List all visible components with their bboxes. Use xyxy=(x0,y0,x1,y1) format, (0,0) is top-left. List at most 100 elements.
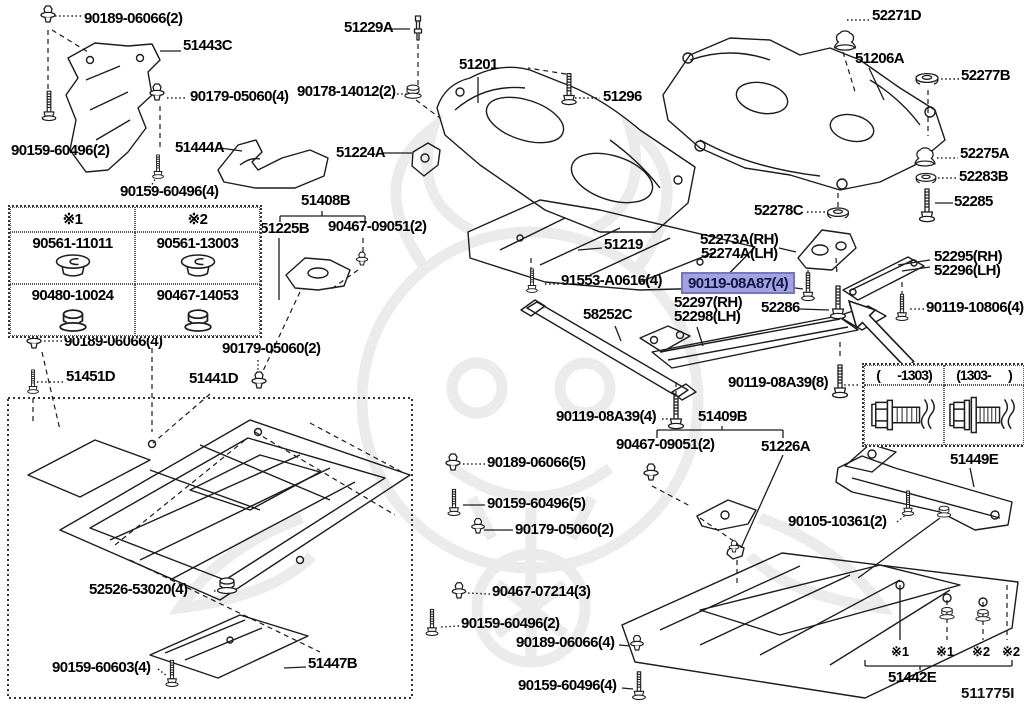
part-label[interactable]: 51225B xyxy=(260,220,310,237)
part-label[interactable]: 52297(RH) xyxy=(674,294,743,311)
part-label[interactable]: 90179-05060(2) xyxy=(222,340,321,357)
part-label[interactable]: 90119-08A39(4) xyxy=(556,408,657,425)
part-label[interactable]: 90189-06066(2) xyxy=(84,10,183,27)
part-label[interactable]: 52278C xyxy=(754,202,804,219)
part-label[interactable]: 51441D xyxy=(189,370,239,387)
footnote-mark: ※2 xyxy=(972,644,991,659)
part-number: 90561-13003 xyxy=(156,235,239,252)
part-label[interactable]: 52298(LH) xyxy=(674,308,741,325)
part-label[interactable]: 52286 xyxy=(761,299,800,316)
clip-icon xyxy=(251,371,267,389)
bolt-icon xyxy=(895,293,909,322)
part-label[interactable]: 90189-06066(5) xyxy=(487,454,586,471)
part-label[interactable]: 90467-09051(2) xyxy=(328,218,427,235)
nut-icon xyxy=(404,84,422,99)
bolt-icon xyxy=(667,395,685,430)
part-label[interactable]: 90178-14012(2) xyxy=(297,83,396,100)
part-label[interactable]: 90159-60496(4) xyxy=(120,183,219,200)
part-label[interactable]: 51442E xyxy=(888,669,937,686)
part-label[interactable]: 52273A(RH) xyxy=(700,231,779,248)
part-label[interactable]: 51219 xyxy=(604,236,643,253)
part-label[interactable]: 51409B xyxy=(698,408,748,425)
part-label[interactable]: 52285 xyxy=(954,193,993,210)
inset-header-after: (1303- ) xyxy=(944,365,1024,385)
part-number: 90480-10024 xyxy=(31,287,114,304)
nut-icon xyxy=(58,309,87,332)
part-label[interactable]: 52274A(LH) xyxy=(701,245,778,262)
watermark-emblem xyxy=(168,113,894,668)
bolt-change-inset: ( -1303) (1303- ) xyxy=(862,363,1024,447)
part-label[interactable]: 52277B xyxy=(961,67,1011,84)
bolt-icon xyxy=(831,364,849,399)
part-label[interactable]: 51226A xyxy=(761,438,811,455)
part-label[interactable]: 51451D xyxy=(66,368,116,385)
cushion-icon xyxy=(833,30,857,51)
nut-icon xyxy=(936,505,952,518)
table-cell-part[interactable]: 90467-14053 xyxy=(135,284,260,336)
part-label-highlighted[interactable]: 90119-08A87(4) xyxy=(681,272,796,294)
part-number: 90561-11011 xyxy=(32,235,113,252)
clip-icon xyxy=(355,251,369,266)
clip-icon xyxy=(643,463,659,481)
part-label[interactable]: 51447B xyxy=(308,655,358,672)
clip-icon xyxy=(149,83,165,101)
part-label[interactable]: 52283B xyxy=(959,168,1009,185)
table-cell-part[interactable]: 90561-13003 xyxy=(135,232,260,284)
part-label[interactable]: 52295(RH) xyxy=(934,248,1003,265)
table-cell-part[interactable]: 90561-11011 xyxy=(10,232,135,284)
part-label[interactable]: 91553-A0616(4) xyxy=(561,272,662,289)
part-label[interactable]: 52296(LH) xyxy=(934,262,1001,279)
screw-icon xyxy=(632,671,646,701)
clip-icon xyxy=(630,635,644,651)
undercover-group-box xyxy=(7,397,413,699)
footnote-mark: ※2 xyxy=(1002,644,1021,659)
part-label[interactable]: 90105-10361(2) xyxy=(788,513,887,530)
part-label[interactable]: 90467-09051(2) xyxy=(616,436,715,453)
bolt-washer-side-view-icon xyxy=(949,396,1015,434)
diagram-code: 511775I xyxy=(961,685,1015,702)
part-label[interactable]: 90159-60496(4) xyxy=(518,677,617,694)
part-label[interactable]: 90467-07214(3) xyxy=(492,583,591,600)
part-label[interactable]: 90159-60496(2) xyxy=(11,142,110,159)
footnote-mark: ※1 xyxy=(936,644,955,659)
washer-icon xyxy=(915,172,937,184)
inset-bolt-before xyxy=(864,385,944,445)
part-label[interactable]: 90159-60496(5) xyxy=(487,495,586,512)
part-label[interactable]: 90179-05060(4) xyxy=(190,88,289,105)
part-label[interactable]: 51206A xyxy=(855,50,905,67)
part-label[interactable]: 90159-60496(2) xyxy=(461,615,560,632)
part-label[interactable]: 90189-06066(4) xyxy=(516,634,615,651)
screw-icon xyxy=(152,154,164,179)
part-label[interactable]: 52526-53020(4) xyxy=(89,581,188,598)
table-header: ※1 xyxy=(10,207,135,232)
part-label[interactable]: 58252C xyxy=(583,306,633,323)
part-label[interactable]: 51229A xyxy=(344,19,394,36)
part-label[interactable]: 51444A xyxy=(175,139,225,156)
clip-icon xyxy=(451,582,467,599)
part-label[interactable]: 51408B xyxy=(301,192,351,209)
cushion-icon xyxy=(914,147,936,167)
bolt-icon xyxy=(801,272,815,302)
footnote-mark: ※1 xyxy=(891,644,910,659)
part-label[interactable]: 51224A xyxy=(336,144,386,161)
part-label[interactable]: 90179-05060(2) xyxy=(515,521,614,538)
grommet-icon xyxy=(180,254,215,277)
part-label[interactable]: 90119-08A39(8) xyxy=(728,374,829,391)
part-label[interactable]: 51443C xyxy=(183,37,233,54)
part-label[interactable]: 90119-10806(4) xyxy=(926,299,1024,316)
part-label[interactable]: 52275A xyxy=(960,145,1010,162)
part-label[interactable]: 51449E xyxy=(950,451,999,468)
part-label[interactable]: 51201 xyxy=(459,56,498,73)
screw-icon xyxy=(27,369,39,394)
part-label[interactable]: 52271D xyxy=(872,7,922,24)
screw-icon xyxy=(526,268,538,293)
bolt-icon xyxy=(41,90,57,122)
part-label[interactable]: 51296 xyxy=(603,88,642,105)
table-cell-part[interactable]: 90480-10024 xyxy=(10,284,135,336)
nut-icon xyxy=(216,577,238,595)
part-label[interactable]: 90159-60603(4) xyxy=(52,659,151,676)
washer-icon xyxy=(915,72,939,85)
clip-icon xyxy=(40,5,56,23)
